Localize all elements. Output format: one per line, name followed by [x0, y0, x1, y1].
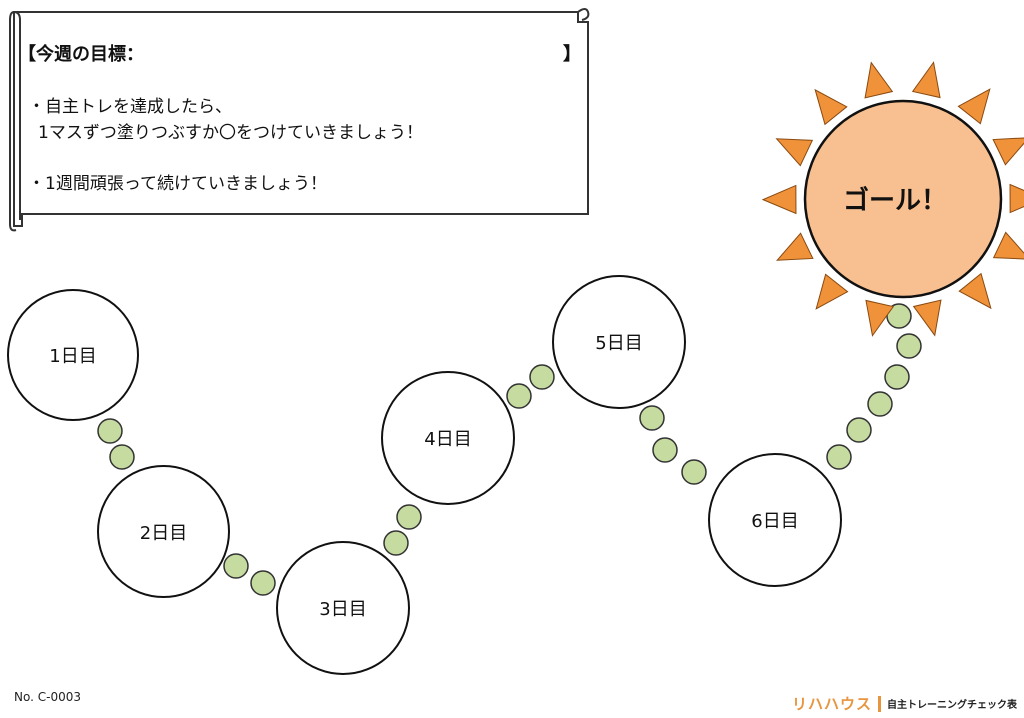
sun-ray [775, 232, 814, 261]
instruction-line-1: ・自主トレを達成したら、 [28, 97, 232, 117]
day-6-circle[interactable]: 6日目 [708, 453, 842, 587]
day-2-label: 2日目 [139, 522, 188, 544]
progress-dot[interactable] [896, 333, 922, 359]
sun-rays [761, 61, 1024, 337]
goal-close-bracket: 】 [563, 44, 581, 65]
sun-ray [865, 299, 895, 337]
sun-ray [992, 137, 1024, 166]
goal-label-text: ゴール！ [842, 186, 947, 216]
sun-ray [958, 272, 992, 310]
day-1-label: 1日目 [49, 346, 97, 367]
day-3-label: 3日目 [319, 599, 367, 620]
brand-logo: リハハウス 自主トレーニングチェック表 [792, 693, 1017, 714]
scroll-banner [9, 8, 590, 232]
document-number: No. C-0003 [14, 690, 81, 704]
instruction-line-3: ・1週間頑張って続けていきましょう！ [28, 174, 327, 194]
progress-dot[interactable] [109, 444, 135, 470]
progress-dot[interactable] [250, 570, 276, 596]
sun-ray [814, 88, 848, 126]
progress-dot[interactable] [97, 418, 123, 444]
goal-heading: 【今週の目標： 】 [18, 40, 581, 66]
sun-ray [1009, 183, 1024, 214]
progress-dot[interactable] [383, 530, 409, 556]
instruction-line-2: 1マスずつ塗りつぶすか〇をつけていきましょう！ [38, 123, 423, 143]
progress-dot[interactable] [506, 383, 532, 409]
sun-ray [911, 61, 941, 99]
progress-dot[interactable] [652, 437, 678, 463]
sun-ray [761, 184, 797, 215]
progress-dot[interactable] [396, 504, 422, 530]
sun-ray [912, 299, 942, 337]
sun-ray [815, 273, 849, 310]
progress-dots [97, 303, 922, 596]
goal-sun [803, 99, 1003, 299]
progress-dot[interactable] [826, 444, 852, 470]
day-4-label: 4日目 [424, 429, 472, 450]
progress-dot[interactable] [223, 553, 249, 579]
progress-dot[interactable] [884, 364, 910, 390]
sun-ray [957, 88, 991, 125]
progress-dot[interactable] [681, 459, 707, 485]
day-1-circle[interactable]: 1日目 [7, 289, 139, 421]
progress-dot[interactable] [639, 405, 665, 431]
brand-separator [878, 695, 882, 712]
brand-subtitle: 自主トレーニングチェック表 [887, 700, 1018, 711]
goal-label: 【今週の目標： [18, 44, 144, 65]
day-5-label: 5日目 [595, 333, 643, 354]
day-2-circle[interactable]: 2日目 [97, 465, 230, 598]
sun-ray [775, 138, 814, 167]
day-6-label: 6日目 [751, 511, 799, 532]
brand-name: リハハウス [792, 695, 873, 713]
sun-ray [864, 61, 894, 99]
progress-dot[interactable] [846, 417, 872, 443]
day-5-circle[interactable]: 5日目 [552, 275, 686, 409]
day-4-circle[interactable]: 4日目 [381, 371, 515, 505]
progress-dot[interactable] [867, 391, 893, 417]
day-3-circle[interactable]: 3日目 [276, 541, 410, 675]
progress-dot[interactable] [529, 364, 555, 390]
sun-ray [992, 231, 1024, 260]
